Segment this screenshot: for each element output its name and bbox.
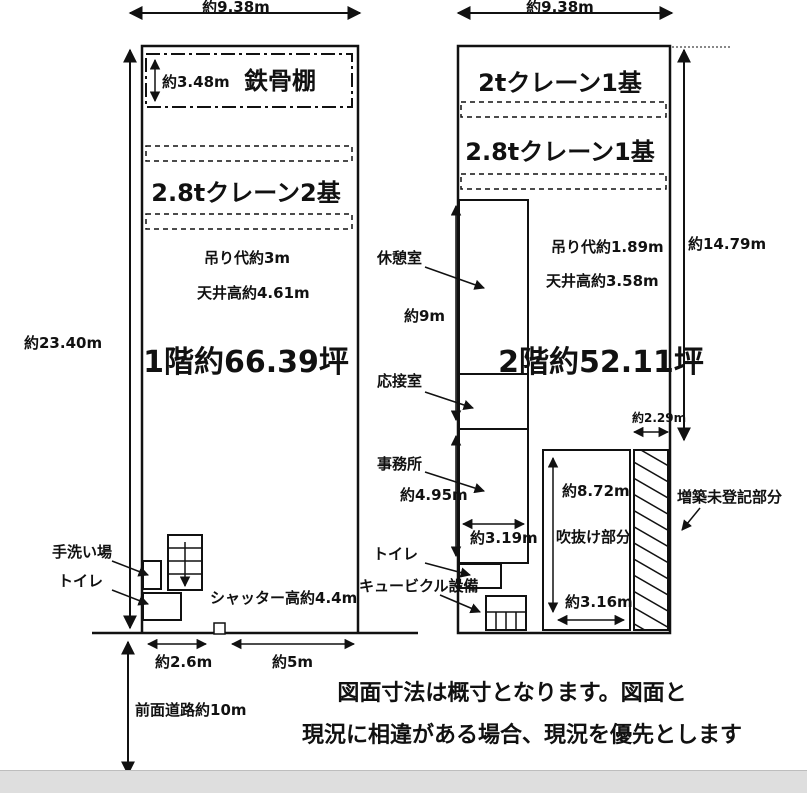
floor2-area-label: 2階約52.11坪 [498, 345, 704, 380]
reception-box [458, 373, 529, 430]
reception-pointer [424, 391, 474, 410]
floor1-plan: 約9.38m 約3.48m 鉄骨棚 2.8tクレーン2基 吊り代約3m 天井高約… [24, 0, 418, 781]
floor1-height-label: 約23.40m [24, 334, 102, 352]
cubicle-label: キュービクル設備 [359, 577, 479, 595]
floor2-height-label: 約14.79m [688, 235, 766, 253]
floor2-toilet-pointer [424, 562, 472, 578]
dim-4-95-label: 約4.95m [400, 486, 468, 504]
unregistered-area-hatch [633, 449, 669, 631]
atrium-label: 吹抜け部分 [556, 528, 631, 546]
rest-room-pointer [424, 266, 485, 290]
atrium-width-label: 約3.16m [565, 593, 633, 611]
floor2-stairs [485, 595, 527, 631]
floor2-ceiling-label: 天井高約3.58m [546, 272, 659, 290]
floor2-toilet-box [458, 563, 502, 589]
floor2-width-label: 約9.38m [526, 0, 594, 16]
cubicle-pointer [439, 594, 481, 614]
floor1-toilet-label: トイレ [58, 572, 103, 590]
floor2-crane-top-label: 2tクレーン1基 [478, 69, 643, 97]
unregistered-pointer [681, 507, 701, 531]
disclaimer-notes: 図面寸法は概寸となります。図面と 現況に相違がある場合、現況を優先とします [302, 680, 742, 748]
steel-shelf-label: 鉄骨棚 [244, 67, 316, 95]
note-line-2: 現況に相違がある場合、現況を優先とします [302, 722, 742, 748]
steel-shelf-area [145, 53, 353, 108]
floor1-area-label: 1階約66.39坪 [143, 345, 349, 380]
atrium-height-label: 約8.72m [562, 482, 630, 500]
office-pointer [424, 471, 485, 494]
shutter-label: シャッター高約4.4m [210, 589, 357, 607]
floor2-plan: 約9.38m 2tクレーン1基 2.8tクレーン1基 約14.79m 吊り代約1… [359, 0, 782, 635]
floor1-width-label: 約9.38m [202, 0, 270, 16]
dim-9-label: 約9m [404, 307, 445, 325]
washroom-label: 手洗い場 [52, 543, 112, 561]
washroom-box [142, 560, 162, 590]
floor1-crane-rail-top [145, 145, 353, 162]
floor1-outline [140, 44, 360, 633]
floor2-crane-rail-top [460, 101, 667, 118]
floor2-crane-rail-bottom [460, 173, 667, 190]
dim-5-label: 約5m [272, 653, 313, 671]
unregistered-label: 増築未登記部分 [677, 488, 782, 506]
washroom-pointer [111, 560, 149, 577]
floor1-ceiling-label: 天井高約4.61m [197, 284, 310, 302]
dim-2-6-label: 約2.6m [155, 653, 212, 671]
office-label: 事務所 [377, 455, 422, 473]
floor1-toilet-box [142, 592, 182, 621]
shelf-height-label: 約3.48m [162, 73, 230, 91]
dim-3-19-label: 約3.19m [470, 529, 538, 547]
atrium-box [542, 449, 631, 631]
floor1-stairs [167, 534, 203, 591]
bottom-bar [0, 770, 807, 793]
floor2-toilet-label: トイレ [373, 545, 418, 563]
floor1-crane-rail-bottom [145, 213, 353, 230]
note-line-1: 図面寸法は概寸となります。図面と [337, 680, 686, 706]
rest-room-label: 休憩室 [376, 249, 422, 267]
shutter-marker [213, 622, 226, 635]
floor1-crane-label: 2.8tクレーン2基 [151, 179, 341, 207]
floor1-hoist-label: 吊り代約3m [204, 249, 290, 267]
dim-2-29-label: 約2.29m [632, 410, 686, 425]
floor2-crane-mid-label: 2.8tクレーン1基 [465, 138, 655, 166]
reception-label: 応接室 [377, 372, 422, 390]
floor2-hoist-label: 吊り代約1.89m [551, 238, 664, 256]
toilet-pointer [111, 589, 149, 606]
road-label: 前面道路約10m [135, 701, 247, 719]
